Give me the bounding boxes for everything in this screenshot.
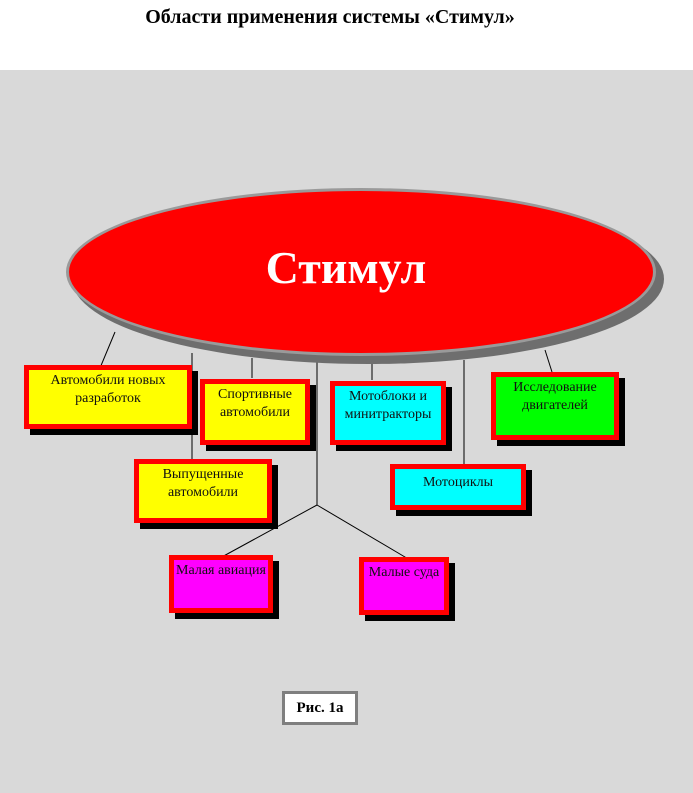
figure-label: Рис. 1а <box>282 691 358 725</box>
connector-aviation <box>219 504 318 559</box>
central-label: Стимул <box>265 241 427 293</box>
box-engines: Исследование двигателей <box>491 372 619 440</box>
diagram-canvas: Стимул Автомобили новых разработок Спорт… <box>0 70 693 793</box>
box-new-cars: Автомобили новых разработок <box>24 365 192 429</box>
connector-boats <box>316 504 411 561</box>
box-motoblocks: Мотоблоки и минитракторы <box>330 381 446 445</box>
box-produced-cars: Выпущенные автомобили <box>134 459 272 523</box>
box-boats: Малые суда <box>359 557 449 615</box>
central-ellipse: Стимул <box>66 188 656 356</box>
connector-engines <box>544 349 553 373</box>
box-sport-cars: Спортивные автомобили <box>200 379 310 445</box>
box-motorcycles: Мотоциклы <box>390 464 526 510</box>
page-title: Области применения системы «Стимул» <box>145 6 515 28</box>
connector-new-cars <box>99 331 116 369</box>
connector-lines <box>99 331 553 561</box>
box-aviation: Малая авиация <box>169 555 273 613</box>
